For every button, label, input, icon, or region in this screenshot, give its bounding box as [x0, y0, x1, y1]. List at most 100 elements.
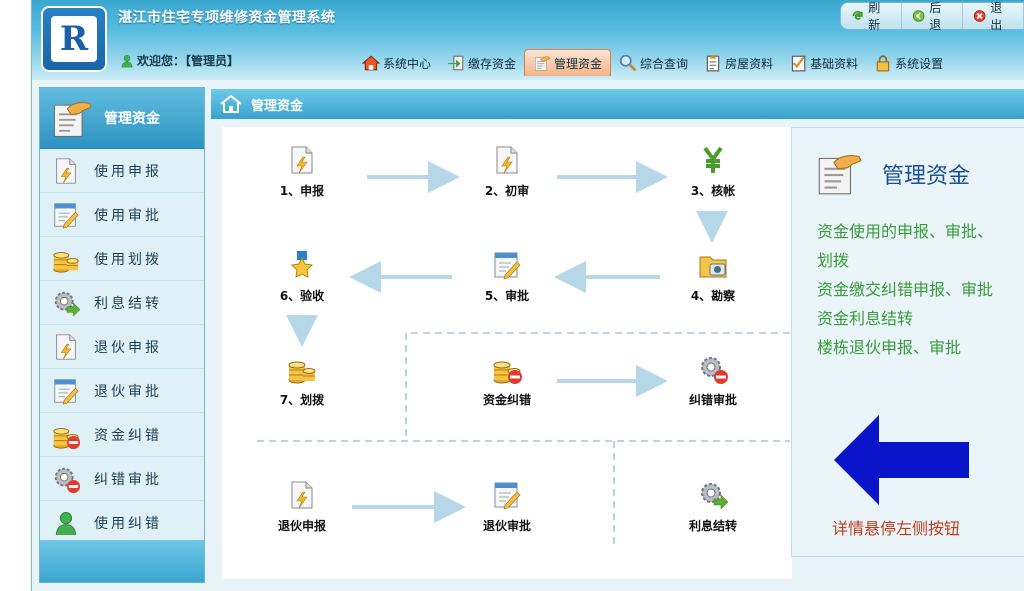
main-nav: 系统中心 缴存资金 管理资金 综合查询 房屋资料 基础资料 [354, 48, 951, 76]
flow-step-label: 7、划拨 [279, 393, 325, 407]
sidebar-item-label: 使用纠错 [94, 515, 162, 532]
document-lightning-icon [286, 144, 318, 176]
gear-minus-icon [48, 464, 84, 494]
flow-step-label: 退伙申报 [277, 519, 326, 533]
flow-step-label: 5、审批 [484, 289, 530, 303]
exit-button[interactable]: 退出 [963, 1, 1024, 32]
exit-label: 退出 [990, 1, 1003, 32]
flow-step-label: 4、勘察 [690, 289, 736, 303]
sidebar-item-correct-approve[interactable]: 纠错审批 [40, 457, 204, 501]
nav-settings[interactable]: 系统设置 [866, 50, 951, 76]
sidebar-item-withdraw-approve[interactable]: 退伙审批 [40, 369, 204, 413]
toolbar: 刷新 后退 退出 [840, 1, 1024, 32]
welcome-text: 欢迎您：【管理员】 [120, 52, 239, 69]
coins-icon [286, 353, 318, 385]
flow-panel: 1、申报 2、初审 3、核帐 4、勘察 5、审批 6、验收 7、划拨 资金纠错 [222, 127, 792, 579]
flow-step-label: 2、初审 [484, 184, 530, 198]
flow-step-correct-approve[interactable]: 纠错审批 [668, 353, 758, 408]
info-panel: 管理资金 资金使用的申报、审批、 划拨 资金缴交纠错申报、审批 资金利息结转 楼… [791, 127, 1024, 557]
coins-minus-icon [48, 420, 84, 450]
flow-step-label: 6、验收 [279, 289, 325, 303]
gear-minus-icon [697, 353, 729, 385]
edit-form-icon [48, 376, 84, 406]
flow-step-first-review[interactable]: 2、初审 [462, 144, 552, 199]
nav-house-data[interactable]: 房屋资料 [696, 50, 781, 76]
back-button[interactable]: 后退 [902, 1, 963, 32]
folder-camera-icon [697, 249, 729, 281]
nav-label: 综合查询 [640, 56, 689, 71]
flow-step-withdraw-declare[interactable]: 退伙申报 [257, 479, 347, 534]
nav-label: 系统中心 [383, 56, 432, 71]
lock-icon [876, 55, 890, 72]
sidebar-item-use-declare[interactable]: 使用申报 [40, 149, 204, 193]
back-label: 后退 [929, 1, 942, 32]
nav-deposit[interactable]: 缴存资金 [439, 50, 524, 76]
sidebar: 管理资金 使用申报 使用审批 使用划拨 利息结转 退伙申报 退伙审批 资金纠错 [39, 87, 205, 583]
import-icon [448, 55, 464, 71]
gear-arrow-icon [48, 288, 84, 318]
coins-minus-icon [491, 353, 523, 385]
sidebar-item-interest[interactable]: 利息结转 [40, 281, 204, 325]
sidebar-footer [40, 540, 204, 582]
nav-system-center[interactable]: 系统中心 [354, 50, 439, 76]
flow-step-accept[interactable]: 6、验收 [257, 249, 347, 304]
nav-label: 基础资料 [810, 56, 859, 71]
gear-arrow-icon [697, 479, 729, 511]
flow-step-transfer[interactable]: 7、划拨 [257, 353, 347, 408]
sidebar-item-label: 使用申报 [94, 163, 162, 180]
flow-step-label: 3、核帐 [690, 184, 736, 198]
flow-step-fund-correct[interactable]: 资金纠错 [462, 353, 552, 408]
nav-manage-fund[interactable]: 管理资金 [524, 49, 612, 76]
welcome-label: 欢迎您：【管理员】 [137, 54, 240, 68]
flow-connectors [257, 161, 790, 547]
sidebar-item-use-transfer[interactable]: 使用划拨 [40, 237, 204, 281]
edit-form-icon [491, 479, 523, 511]
home-outline-icon [220, 94, 242, 113]
sidebar-item-use-approve[interactable]: 使用审批 [40, 193, 204, 237]
flow-step-label: 退伙审批 [482, 519, 531, 533]
nav-basic-data[interactable]: 基础资料 [781, 50, 866, 76]
info-line: 资金缴交纠错申报、审批 [817, 280, 994, 299]
home-icon [362, 55, 380, 71]
sidebar-header: 管理资金 [40, 88, 204, 149]
nav-label: 房屋资料 [725, 56, 774, 71]
edit-form-icon [491, 249, 523, 281]
flow-step-survey[interactable]: 4、勘察 [668, 249, 758, 304]
info-line: 资金使用的申报、审批、 [817, 222, 994, 241]
info-line: 资金利息结转 [817, 309, 914, 328]
flow-step-label: 1、申报 [279, 184, 325, 198]
nav-query[interactable]: 综合查询 [611, 50, 696, 76]
flow-step-interest[interactable]: 利息结转 [668, 479, 758, 534]
yen-icon [697, 144, 729, 176]
checklist-icon [791, 55, 806, 72]
sidebar-item-fund-correct[interactable]: 资金纠错 [40, 413, 204, 457]
flow-step-verify[interactable]: 3、核帐 [668, 144, 758, 199]
flow-step-withdraw-approve[interactable]: 退伙审批 [462, 479, 552, 534]
user-icon [48, 510, 84, 536]
header: R 湛江市住宅专项维修资金管理系统 欢迎您：【管理员】 刷新 后退 退出 系统 [32, 0, 1024, 80]
document-lightning-icon [286, 479, 318, 511]
sidebar-item-withdraw-declare[interactable]: 退伙申报 [40, 325, 204, 369]
close-icon [973, 10, 986, 22]
flow-step-approve[interactable]: 5、审批 [462, 249, 552, 304]
search-icon [619, 54, 637, 72]
sidebar-item-label: 利息结转 [94, 295, 162, 312]
sidebar-item-label: 资金纠错 [94, 427, 162, 444]
refresh-label: 刷新 [868, 1, 881, 32]
document-hand-icon [533, 54, 551, 72]
user-icon [120, 54, 134, 68]
refresh-button[interactable]: 刷新 [841, 1, 902, 32]
sidebar-item-label: 纠错审批 [94, 471, 162, 488]
flow-step-label: 利息结转 [688, 519, 737, 533]
nav-label: 缴存资金 [468, 56, 517, 71]
document-hand-icon [46, 96, 96, 140]
flow-step-label: 纠错审批 [688, 393, 737, 407]
flow-step-declare[interactable]: 1、申报 [257, 144, 347, 199]
back-icon [912, 10, 925, 22]
sidebar-item-use-correct[interactable]: 使用纠错 [40, 501, 204, 545]
left-arrow-icon [834, 415, 969, 505]
clipboard-icon [706, 55, 720, 72]
nav-label: 管理资金 [554, 56, 603, 71]
sidebar-item-label: 退伙审批 [94, 383, 162, 400]
nav-label: 系统设置 [895, 56, 944, 71]
